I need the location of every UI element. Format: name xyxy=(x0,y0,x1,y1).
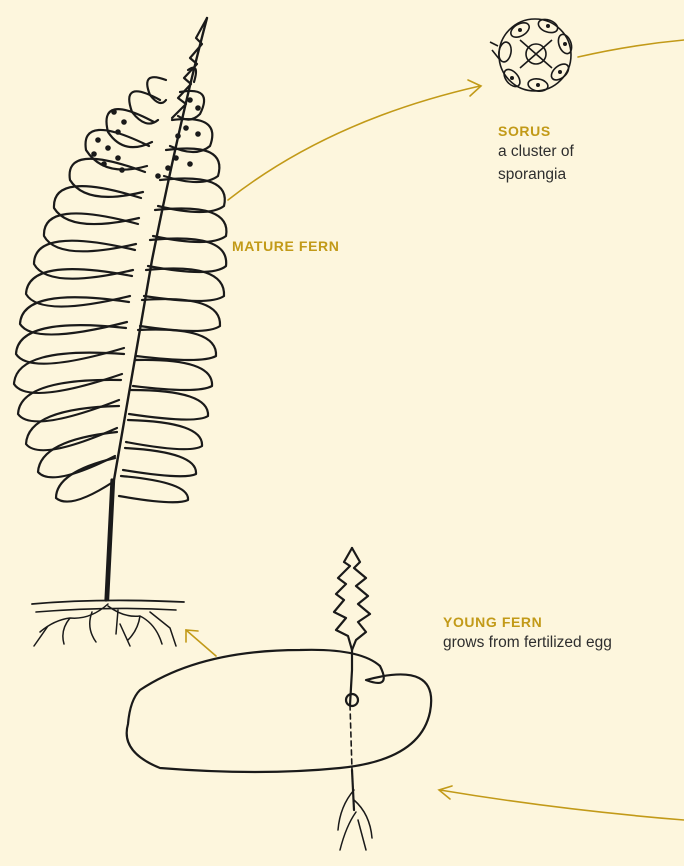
mature-fern-illustration xyxy=(14,18,226,646)
arrow-offpage-to-gametophyte-head xyxy=(439,786,452,799)
sorus-description-line-1: a cluster of xyxy=(498,141,574,163)
young-fern-label: YOUNG FERN grows from fertilized egg xyxy=(443,612,612,655)
mature-fern-title: MATURE FERN xyxy=(232,236,339,256)
sorus-title: SORUS xyxy=(498,121,574,141)
arrow-mature-to-sorus xyxy=(228,86,480,200)
sorus-description-line-2: sporangia xyxy=(498,164,574,186)
cycle-arrows xyxy=(186,40,684,820)
arrow-sorus-offpage xyxy=(578,40,684,57)
sorus-label: SORUS a cluster of sporangia xyxy=(498,121,574,186)
young-fern-title: YOUNG FERN xyxy=(443,612,612,632)
arrow-offpage-to-gametophyte xyxy=(440,790,684,820)
young-fern-illustration xyxy=(127,548,432,850)
arrow-young-to-mature xyxy=(186,630,216,656)
mature-fern-label: MATURE FERN xyxy=(232,236,339,256)
young-fern-description: grows from fertilized egg xyxy=(443,632,612,654)
sorus-illustration xyxy=(490,17,574,93)
